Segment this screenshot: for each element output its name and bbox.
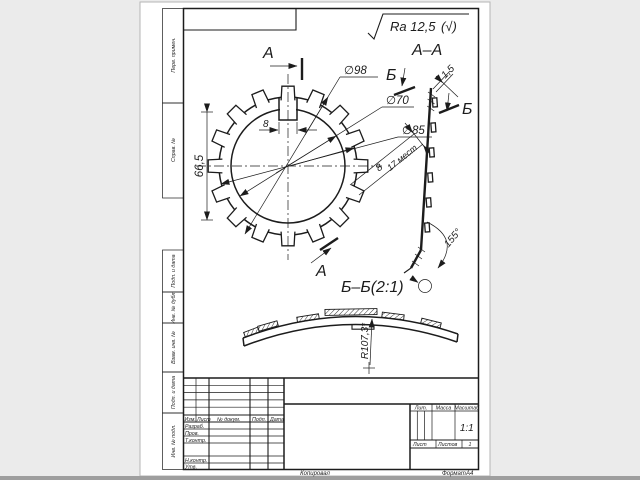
screen-bottom-edge (0, 476, 640, 480)
row-utv: Утв. (185, 465, 197, 471)
washer-tooth (306, 223, 325, 243)
strip-body (419, 87, 433, 251)
dim-height-lines (201, 103, 213, 221)
side-label: Перв. примен. (171, 37, 177, 72)
washer-tooth (211, 184, 231, 203)
washer-tooth (329, 104, 350, 125)
hdr-masshtab: Масштаб (454, 406, 480, 412)
dim-angle-lines (426, 221, 448, 269)
dim-d98: ∅98 (344, 65, 367, 77)
dim-radius-lines (363, 318, 375, 374)
side-label: Инв. № дубл. (171, 291, 177, 324)
washer-tooth (345, 129, 365, 148)
cut-label-b-bottom: Б (462, 101, 472, 118)
side-label: Подп. и дата (171, 254, 177, 287)
section-bb-view: Б–Б(2:1) R107,3* (242, 275, 459, 374)
col-list: Лист (196, 417, 211, 423)
diameter-leaders (220, 76, 432, 235)
hdr-listov: Листов (437, 442, 458, 448)
col-data: Дата (269, 417, 284, 423)
roughness-mark: Ra 12,5 (√) (367, 13, 469, 41)
washer-tooth (329, 207, 350, 228)
section-aa-title: А–А (411, 42, 442, 59)
col-doc: № докум. (217, 417, 240, 423)
washer-tooth (226, 207, 247, 228)
col-podp: Подп. (252, 417, 266, 423)
dim-radius: R107,3* (360, 322, 371, 359)
listov-value: 1 (469, 442, 472, 448)
side-label: Инв. № подл. (171, 425, 177, 458)
format-label: Формат (442, 471, 466, 477)
row-tkontr: Т.контр. (185, 438, 206, 444)
kopiroval-note: Копировал (300, 471, 330, 477)
roughness-others: (√) (441, 19, 457, 34)
scale-value: 1:1 (460, 423, 474, 434)
cutting-plane-b: Б Б (386, 67, 472, 118)
cutting-plane-a: А А (262, 45, 339, 280)
rotated-symbol-icon (409, 275, 432, 293)
washer-tooth (211, 129, 231, 148)
row-prov: Пров. (185, 431, 199, 437)
hdr-list: Лист (412, 442, 427, 448)
dim-thickness-lines (432, 70, 459, 98)
hdr-massa: Масса (436, 406, 452, 412)
cut-label-a-top: А (262, 45, 274, 62)
format-value: А4 (465, 471, 474, 477)
washer-tooth (345, 184, 365, 203)
washer-tooth (226, 104, 247, 125)
strip-bent-tab (409, 249, 423, 269)
dim-slot-lines (259, 122, 317, 134)
strip-tabs (423, 97, 439, 233)
roughness-value: Ra 12,5 (390, 19, 436, 34)
row-nkontr: Н.контр. (185, 458, 207, 464)
side-label: Подп. и дата (171, 376, 177, 409)
designation-box (183, 8, 297, 31)
main-view-washer: ∅98 ∅70 ∅85 66,5 8 8 17 мест (194, 45, 432, 280)
cut-label-a-bottom: А (315, 263, 327, 280)
dim-d85: ∅85 (402, 125, 425, 137)
arc-hatched-tabs (243, 308, 442, 338)
dim-tooth-width: 8 (374, 162, 386, 174)
cut-label-b-top: Б (386, 67, 396, 84)
washer-tooth (251, 223, 270, 243)
side-margin-labels: Перв. примен. Справ. № Подп. и дата Инв.… (171, 37, 177, 457)
title-block: Изм. Лист № докум. Подп. Дата Разраб. Пр… (183, 377, 480, 477)
side-label: Справ. № (171, 138, 177, 162)
section-bb-title: Б–Б(2:1) (341, 279, 404, 296)
dim-slot: 8 (263, 119, 269, 130)
col-izm: Изм. (185, 417, 196, 423)
washer-tooth (251, 89, 270, 109)
hdr-lit: Лит. (414, 406, 427, 412)
roughness-check-icon (367, 13, 469, 41)
dim-height: 66,5 (194, 154, 206, 177)
arc-inner (243, 323, 458, 347)
drawing-frame: Перв. примен. Справ. № Подп. и дата Инв.… (162, 7, 480, 471)
dim-d70: ∅70 (386, 95, 409, 107)
row-razrab: Разраб. (185, 424, 204, 430)
side-label: Взам. инв. № (171, 331, 177, 364)
strip-hatch (411, 91, 436, 267)
